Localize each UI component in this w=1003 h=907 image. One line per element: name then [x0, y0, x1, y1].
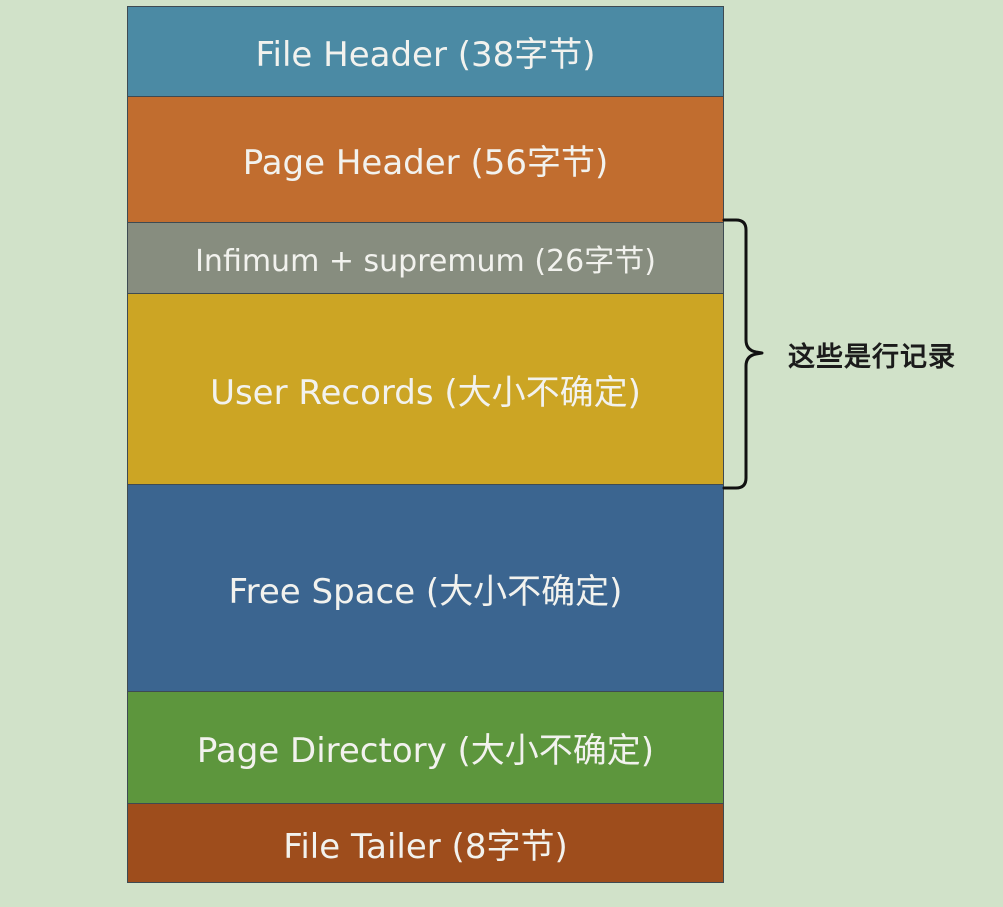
segment-file-header: File Header (38字节) [128, 7, 723, 97]
page-structure-stack: File Header (38字节) Page Header (56字节) In… [127, 6, 724, 883]
segment-user-records-label: User Records (大小不确定) [210, 372, 641, 413]
segment-infimum-supremum: Infimum + supremum (26字节) [128, 223, 723, 294]
curly-brace-icon [722, 218, 764, 490]
segment-free-space: Free Space (大小不确定) [128, 485, 723, 692]
segment-infimum-supremum-label: Infimum + supremum (26字节) [195, 244, 656, 279]
segment-page-directory-label: Page Directory (大小不确定) [196, 731, 655, 771]
segment-free-space-label: Free Space (大小不确定) [228, 571, 623, 612]
row-records-annotation: 这些是行记录 [788, 342, 956, 373]
segment-file-tailer: File Tailer (8字节) [128, 804, 723, 882]
segment-page-header-label: Page Header (56字节) [242, 143, 609, 183]
segment-file-header-label: File Header (38字节) [255, 35, 596, 75]
segment-file-tailer-label: File Tailer (8字节) [283, 826, 568, 867]
segment-page-directory: Page Directory (大小不确定) [128, 692, 723, 804]
segment-page-header: Page Header (56字节) [128, 97, 723, 223]
segment-user-records: User Records (大小不确定) [128, 294, 723, 485]
